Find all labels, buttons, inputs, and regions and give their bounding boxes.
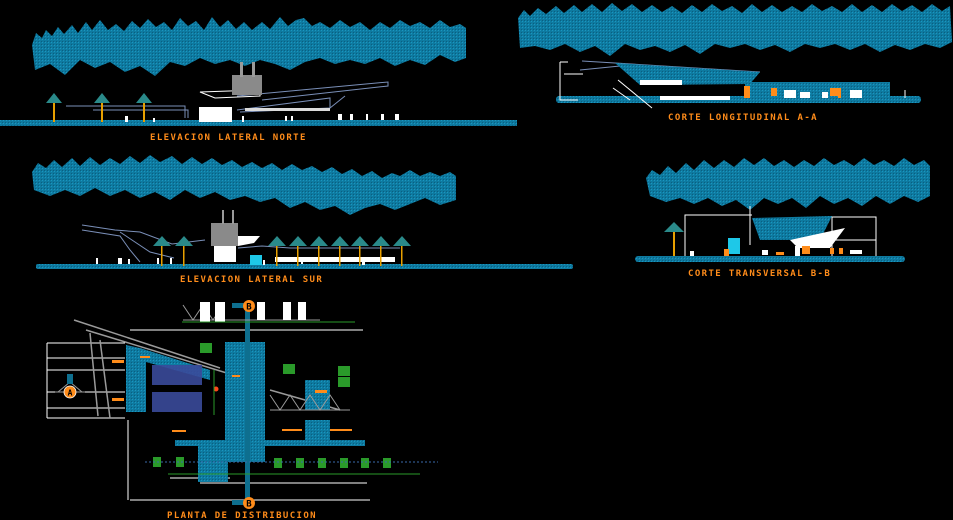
red-point — [213, 386, 219, 392]
ground-line — [36, 264, 573, 269]
tree-canopy — [32, 17, 466, 76]
chimney — [222, 210, 224, 224]
section-structure — [559, 61, 906, 109]
marker-letter: A — [68, 389, 73, 398]
tree-canopy — [32, 155, 456, 215]
sloped-roof — [790, 228, 845, 248]
furniture — [660, 96, 730, 100]
plan-stair — [198, 440, 228, 482]
plan-fixtures — [200, 302, 306, 322]
window-band — [275, 257, 395, 262]
furniture-orange — [724, 246, 843, 256]
longitudinal-section — [518, 3, 952, 109]
chimney — [240, 62, 243, 77]
plan-corridor — [175, 440, 365, 446]
section-marker-a-left: A — [55, 374, 85, 399]
floor-plan — [46, 302, 438, 505]
roof-section — [752, 216, 832, 240]
tower-north — [232, 75, 262, 95]
plan-axis-b — [245, 305, 250, 505]
window-band — [640, 80, 682, 85]
furniture-white — [784, 90, 862, 98]
cyan-block — [250, 255, 262, 265]
window-band — [245, 108, 330, 111]
roof-section — [615, 63, 760, 85]
title-floor-plan: PLANTA DE DISTRIBUCION — [167, 511, 317, 520]
section-marker-b-top: B — [232, 300, 255, 313]
palm-trees — [153, 236, 411, 266]
palm-canopy — [664, 222, 684, 232]
tower-south — [211, 223, 238, 246]
furniture-white — [690, 246, 862, 256]
plan-room-right — [305, 380, 330, 410]
transverse-section — [635, 158, 930, 262]
section-marker-b-bottom: B — [232, 497, 255, 510]
plan-wall-left — [126, 345, 210, 412]
title-north-elevation: ELEVACION LATERAL NORTE — [150, 133, 307, 143]
tree-canopy — [646, 158, 930, 210]
chimney — [252, 62, 255, 77]
marker-letter: B — [246, 303, 252, 313]
title-south-elevation: ELEVACION LATERAL SUR — [180, 275, 323, 285]
white-block — [214, 246, 236, 262]
ground-line — [635, 256, 905, 262]
people-figures — [125, 114, 399, 122]
section-outline — [684, 206, 877, 256]
palm-trees — [46, 93, 152, 122]
tree-canopy — [518, 3, 952, 56]
south-elevation — [32, 155, 573, 269]
palm-trunk — [673, 230, 675, 256]
cyan-block — [728, 238, 740, 254]
furniture-orange — [744, 86, 841, 98]
white-block — [199, 107, 232, 122]
plan-seating-1 — [152, 365, 202, 385]
title-longitudinal-section: CORTE LONGITUDINAL A-A — [668, 113, 818, 123]
canopy — [238, 236, 260, 246]
roof-outline — [73, 319, 341, 419]
title-transverse-section: CORTE TRANSVERSAL B-B — [688, 269, 831, 279]
plan-seating-2 — [152, 392, 202, 412]
chimney — [232, 210, 234, 224]
people-figures — [96, 258, 365, 265]
north-elevation — [0, 17, 517, 126]
plan-orange-labels — [112, 356, 352, 432]
ground-line — [0, 120, 517, 126]
marker-letter: B — [246, 500, 252, 510]
lower-building — [745, 82, 890, 98]
